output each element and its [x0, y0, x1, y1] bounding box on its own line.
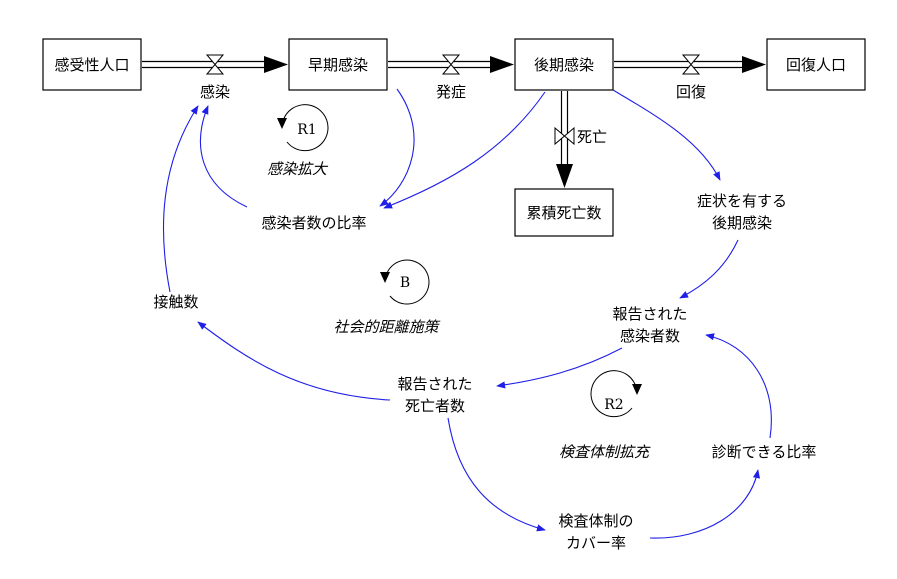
variable-symptomatic-line1: 症状を有する [697, 192, 787, 210]
loop-r2-icon: R2 [590, 370, 642, 418]
stock-late-infected: 後期感染 [514, 38, 614, 91]
link-contacts-to-infection [162, 105, 199, 293]
stock-late-infected-label: 後期感染 [534, 56, 594, 74]
variable-contact-count: 接触数 [153, 293, 198, 311]
flow-recovery-label: 回復 [676, 83, 706, 101]
link-late-to-symptomatic [612, 89, 721, 181]
variable-test-coverage-line1: 検査体制の [558, 512, 633, 530]
stock-recovered: 回復人口 [766, 38, 866, 91]
variable-diagnosable-ratio: 診断できる比率 [712, 443, 817, 461]
variable-reported-infected-line1: 報告された [612, 305, 687, 323]
link-coverage-to-diagnosable [649, 469, 761, 539]
stock-susceptible: 感受性人口 [42, 38, 142, 91]
flow-onset-label: 発症 [436, 83, 466, 101]
link-reported-infected-to-reported-deaths [496, 347, 623, 389]
variable-test-coverage-line2: カバー率 [566, 534, 626, 552]
valve-onset-icon [441, 54, 461, 75]
loop-r1-name: 感染拡大 [267, 160, 329, 178]
link-diagnosable-to-reported-infected [705, 333, 772, 439]
loop-r1-letter: R1 [297, 122, 316, 138]
loop-r2-letter: R2 [604, 397, 623, 413]
variable-reported-deaths-line1: 報告された [397, 375, 472, 393]
flow-pipe-onset [388, 56, 514, 73]
stock-cumulative-deaths: 累積死亡数 [514, 188, 614, 237]
loop-b-name: 社会的距離施策 [333, 318, 440, 336]
link-reported-deaths-to-coverage [447, 417, 546, 532]
flow-death-label: 死亡 [577, 128, 607, 146]
valve-recovery-icon [681, 54, 701, 75]
link-ratio-to-infection [200, 105, 248, 208]
variable-symptomatic-line2: 後期感染 [712, 214, 772, 232]
stock-susceptible-label: 感受性人口 [54, 56, 129, 74]
valve-death-icon [554, 126, 575, 146]
link-late-to-ratio [383, 91, 546, 209]
variable-reported-infected-line2: 感染者数 [620, 327, 680, 345]
loop-b-icon: B [380, 259, 430, 305]
flow-pipe-recovery [614, 56, 766, 73]
link-symptomatic-to-reported-infected [679, 239, 739, 299]
loop-r2-name: 検査体制拡充 [559, 443, 651, 461]
flow-pipe-infection [142, 56, 288, 73]
loop-r1-icon: R1 [277, 104, 329, 152]
flow-infection-label: 感染 [200, 83, 230, 101]
link-early-to-ratio [379, 88, 415, 207]
stock-cumulative-deaths-label: 累積死亡数 [526, 204, 601, 222]
flow-pipe-death [556, 91, 573, 188]
stock-early-infected-label: 早期感染 [308, 56, 368, 74]
stock-recovered-label: 回復人口 [786, 56, 846, 74]
variable-reported-deaths-line2: 死亡者数 [405, 397, 465, 415]
valve-infection-icon [205, 54, 225, 75]
stock-early-infected: 早期感染 [288, 38, 388, 91]
link-reported-deaths-to-contacts [197, 321, 391, 401]
loop-b-letter: B [400, 275, 410, 291]
variable-infected-ratio: 感染者数の比率 [261, 214, 366, 232]
